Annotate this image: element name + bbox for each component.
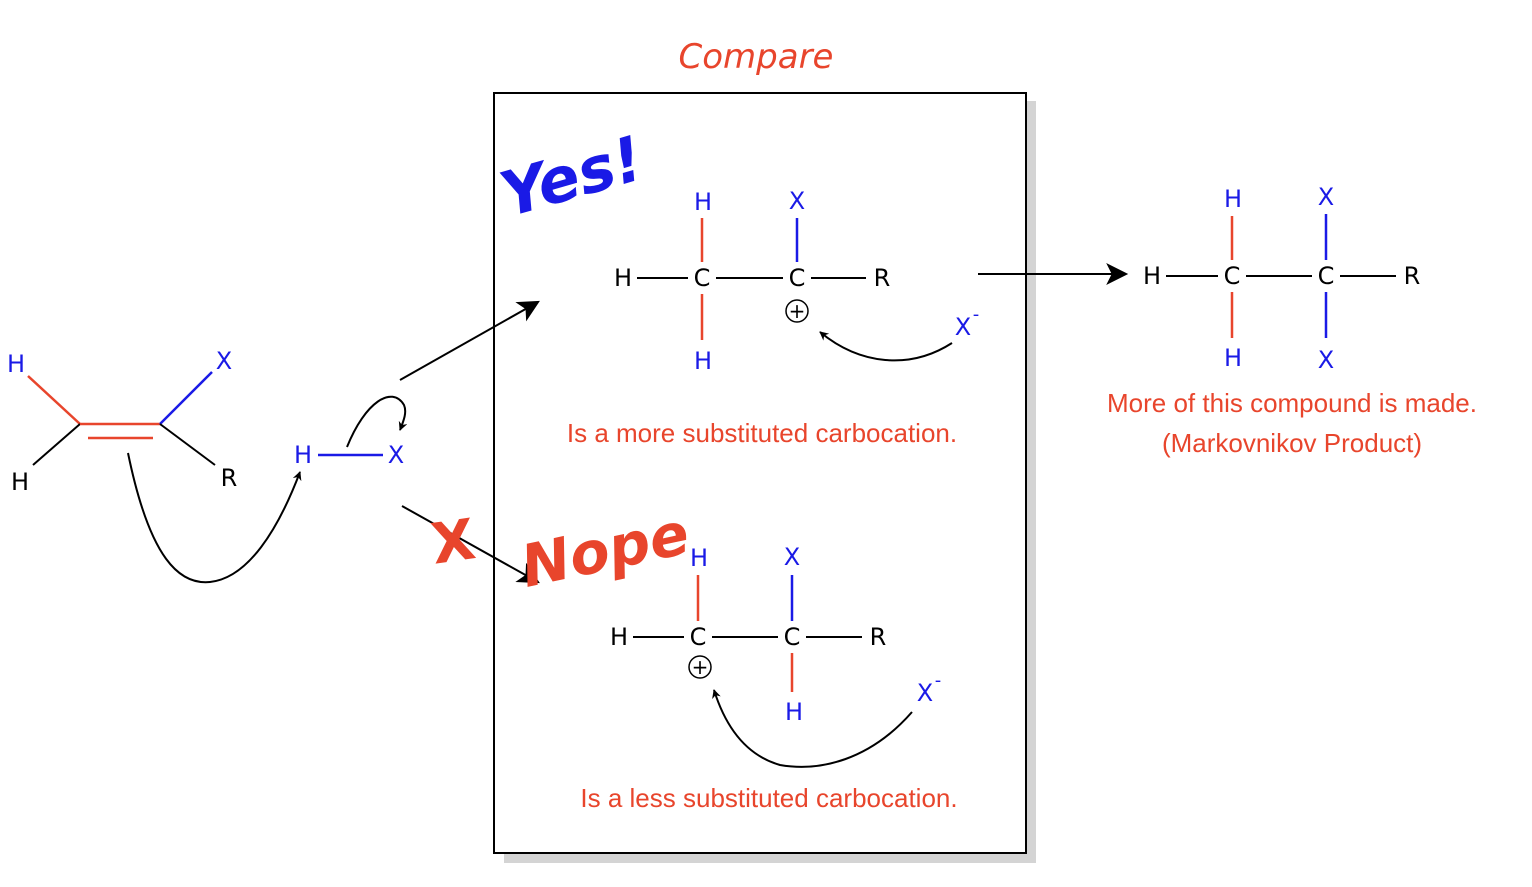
- bottom-c1: C: [690, 623, 707, 651]
- bottom-nucleophile: X: [917, 679, 933, 707]
- product-x-up: X: [1318, 183, 1334, 211]
- bond-h-bottom: [32, 423, 81, 466]
- carbocation-less-substituted: H C C R H X H +: [610, 543, 886, 726]
- compare-title: Compare: [679, 37, 834, 77]
- arrow-to-less-substituted: [401, 505, 540, 584]
- curved-arrow-top-nucleophile: [819, 331, 953, 362]
- product-h-up: H: [1224, 185, 1242, 213]
- bottom-h-down: H: [785, 698, 803, 726]
- product-caption-line1: More of this compound is made.: [1107, 388, 1477, 418]
- top-c2: C: [789, 264, 806, 292]
- bottom-x-up: X: [784, 543, 800, 571]
- top-x-up: X: [789, 187, 805, 215]
- top-positive-charge: +: [789, 299, 806, 323]
- product-c2: C: [1318, 262, 1335, 290]
- bottom-nucleophile-charge: -: [935, 670, 942, 691]
- carbocation-more-substituted: H C C R H H X +: [614, 187, 890, 375]
- product-h-down: H: [1224, 344, 1242, 372]
- bond-r: [159, 423, 216, 466]
- top-nucleophile-charge: -: [973, 304, 980, 325]
- top-h-up: H: [694, 188, 712, 216]
- bottom-c2: C: [784, 623, 801, 651]
- alkene-reactant: H H X R: [7, 347, 237, 496]
- hx-h: H: [294, 441, 312, 469]
- curved-arrow-bond-to-x: [346, 395, 408, 448]
- product-c1: C: [1224, 262, 1241, 290]
- alkene-h-top: H: [7, 350, 25, 378]
- curved-arrow-pi-to-h: [127, 452, 302, 584]
- comparison-panel: [493, 92, 1027, 854]
- reject-mark: X: [427, 507, 479, 577]
- alkene-h-bottom: H: [11, 468, 29, 496]
- top-positive-charge-circle: [785, 299, 809, 323]
- hx-reagent: H X: [294, 441, 404, 469]
- top-r: R: [874, 264, 891, 292]
- bottom-h-up: H: [690, 544, 708, 572]
- top-nucleophile: X: [955, 313, 971, 341]
- bottom-positive-charge: +: [692, 655, 709, 679]
- bottom-r: R: [870, 623, 887, 651]
- top-h-left: H: [614, 264, 632, 292]
- product-x-down: X: [1318, 346, 1334, 374]
- alkene-r: R: [221, 464, 238, 492]
- product-caption-line2: (Markovnikov Product): [1162, 428, 1422, 458]
- top-c1: C: [694, 264, 711, 292]
- top-h-down: H: [694, 347, 712, 375]
- curved-arrow-bottom-nucleophile: [712, 689, 913, 768]
- bottom-positive-charge-circle: [688, 655, 712, 679]
- hx-x: X: [388, 441, 404, 469]
- top-caption: Is a more substituted carbocation.: [567, 418, 957, 448]
- product-h-left: H: [1143, 262, 1161, 290]
- arrow-to-more-substituted: [399, 300, 540, 381]
- bottom-h-left: H: [610, 623, 628, 651]
- alkene-x: X: [216, 347, 232, 375]
- markovnikov-product: H C C R H H X X: [1143, 183, 1420, 374]
- bond-x: [159, 371, 213, 425]
- bottom-caption: Is a less substituted carbocation.: [580, 783, 957, 813]
- bond-h-top: [27, 375, 81, 425]
- product-r: R: [1404, 262, 1421, 290]
